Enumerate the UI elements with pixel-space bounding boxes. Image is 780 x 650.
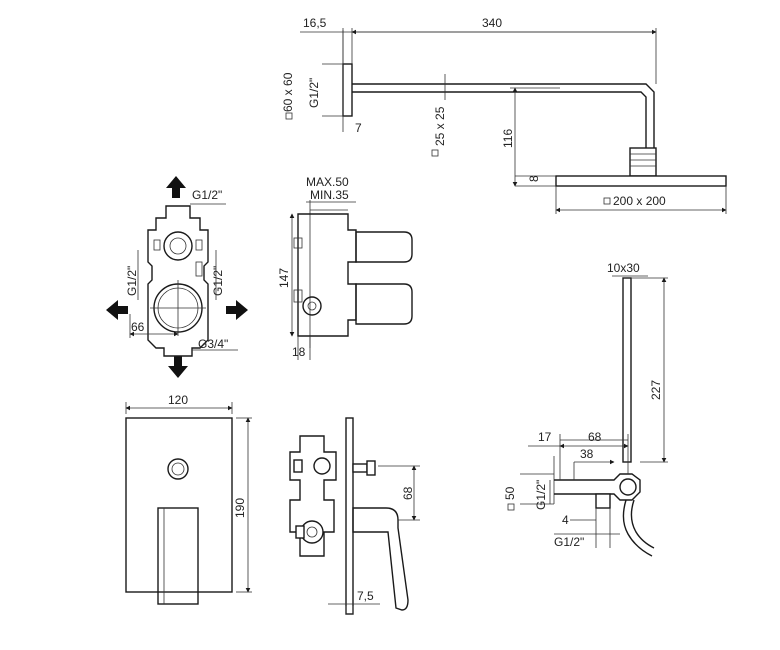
dim-arm-section: 25 x 25 [433, 106, 447, 146]
dim-wall-offset: 16,5 [303, 16, 327, 30]
dim-plate-width: 120 [168, 393, 188, 407]
dim-17: 17 [538, 430, 552, 444]
hand-shower-view: 10x30 227 17 68 38 50 G1/2" 4 [503, 261, 668, 557]
cover-plate [125, 417, 233, 593]
dim-arm-thread: G1/2" [307, 78, 321, 108]
dim-4: 4 [562, 513, 569, 527]
diverter-button [167, 458, 189, 480]
shower-head-view: 16,5 340 60 x 60 G1/2" 7 25 x 25 116 8 2… [281, 16, 727, 214]
wall-outlet [554, 473, 641, 501]
arrow-left-icon [106, 300, 128, 320]
dim-head-thickness: 8 [527, 175, 541, 182]
upper-port [163, 231, 193, 261]
dim-plate-depth: 7,5 [357, 589, 374, 603]
wall-flange [342, 63, 353, 117]
thread-left-label: G1/2" [125, 266, 139, 296]
shower-arm [352, 83, 655, 148]
mixer-handle [157, 507, 199, 605]
thread-bottom-label: G3/4" [198, 337, 228, 351]
plate-front-view: 120 190 [125, 393, 252, 605]
dim-handle-height: 68 [401, 486, 415, 500]
thread-right-label: G1/2" [211, 266, 225, 296]
arrow-right-icon [226, 300, 248, 320]
valve-in-wall [289, 435, 337, 557]
mixer-handle-side [352, 507, 409, 611]
arrow-up-icon [166, 176, 186, 198]
dim-50: 50 [503, 486, 517, 500]
dim-hand-section: 10x30 [607, 261, 640, 275]
shower-head-plate [555, 175, 727, 187]
valve-front-view: G1/2" G1/2" G1/2" 66 G3/4" [106, 176, 248, 378]
cartridge-lower [355, 283, 413, 325]
dim-hand-length: 227 [649, 380, 663, 400]
dim-head-size: 200 x 200 [613, 194, 666, 208]
dim-valve-height: 147 [277, 268, 291, 288]
dim-68: 68 [588, 430, 602, 444]
diverter-stem [352, 463, 368, 473]
valve-side-view: MAX.50 MIN.35 147 18 [277, 175, 413, 360]
dim-valve-bottom: 18 [292, 345, 306, 359]
cartridge-upper [355, 231, 413, 263]
dim-plate-height: 190 [233, 498, 247, 518]
thread-inlet-label: G1/2" [554, 535, 584, 549]
dim-arm-length: 340 [482, 16, 502, 30]
plate-side-section [345, 417, 354, 615]
max-depth-label: MAX.50 [306, 175, 349, 189]
plate-side-view: 68 7,5 [289, 417, 420, 615]
min-depth-label: MIN.35 [310, 188, 349, 202]
dim-valve-width: 66 [131, 320, 145, 334]
dim-drop: 116 [501, 129, 515, 148]
shower-hose [622, 499, 653, 557]
head-connector [629, 147, 657, 177]
dim-flange-depth: 7 [355, 121, 362, 135]
valve-side-body [297, 213, 357, 337]
thread-outlet-label: G1/2" [534, 480, 548, 510]
hand-shower-bar [622, 277, 632, 463]
thread-top-label: G1/2" [192, 188, 222, 202]
dim-flange-size: 60 x 60 [281, 72, 295, 112]
arrow-down-icon [168, 356, 188, 378]
dim-38: 38 [580, 447, 594, 461]
valve-body [147, 205, 209, 357]
